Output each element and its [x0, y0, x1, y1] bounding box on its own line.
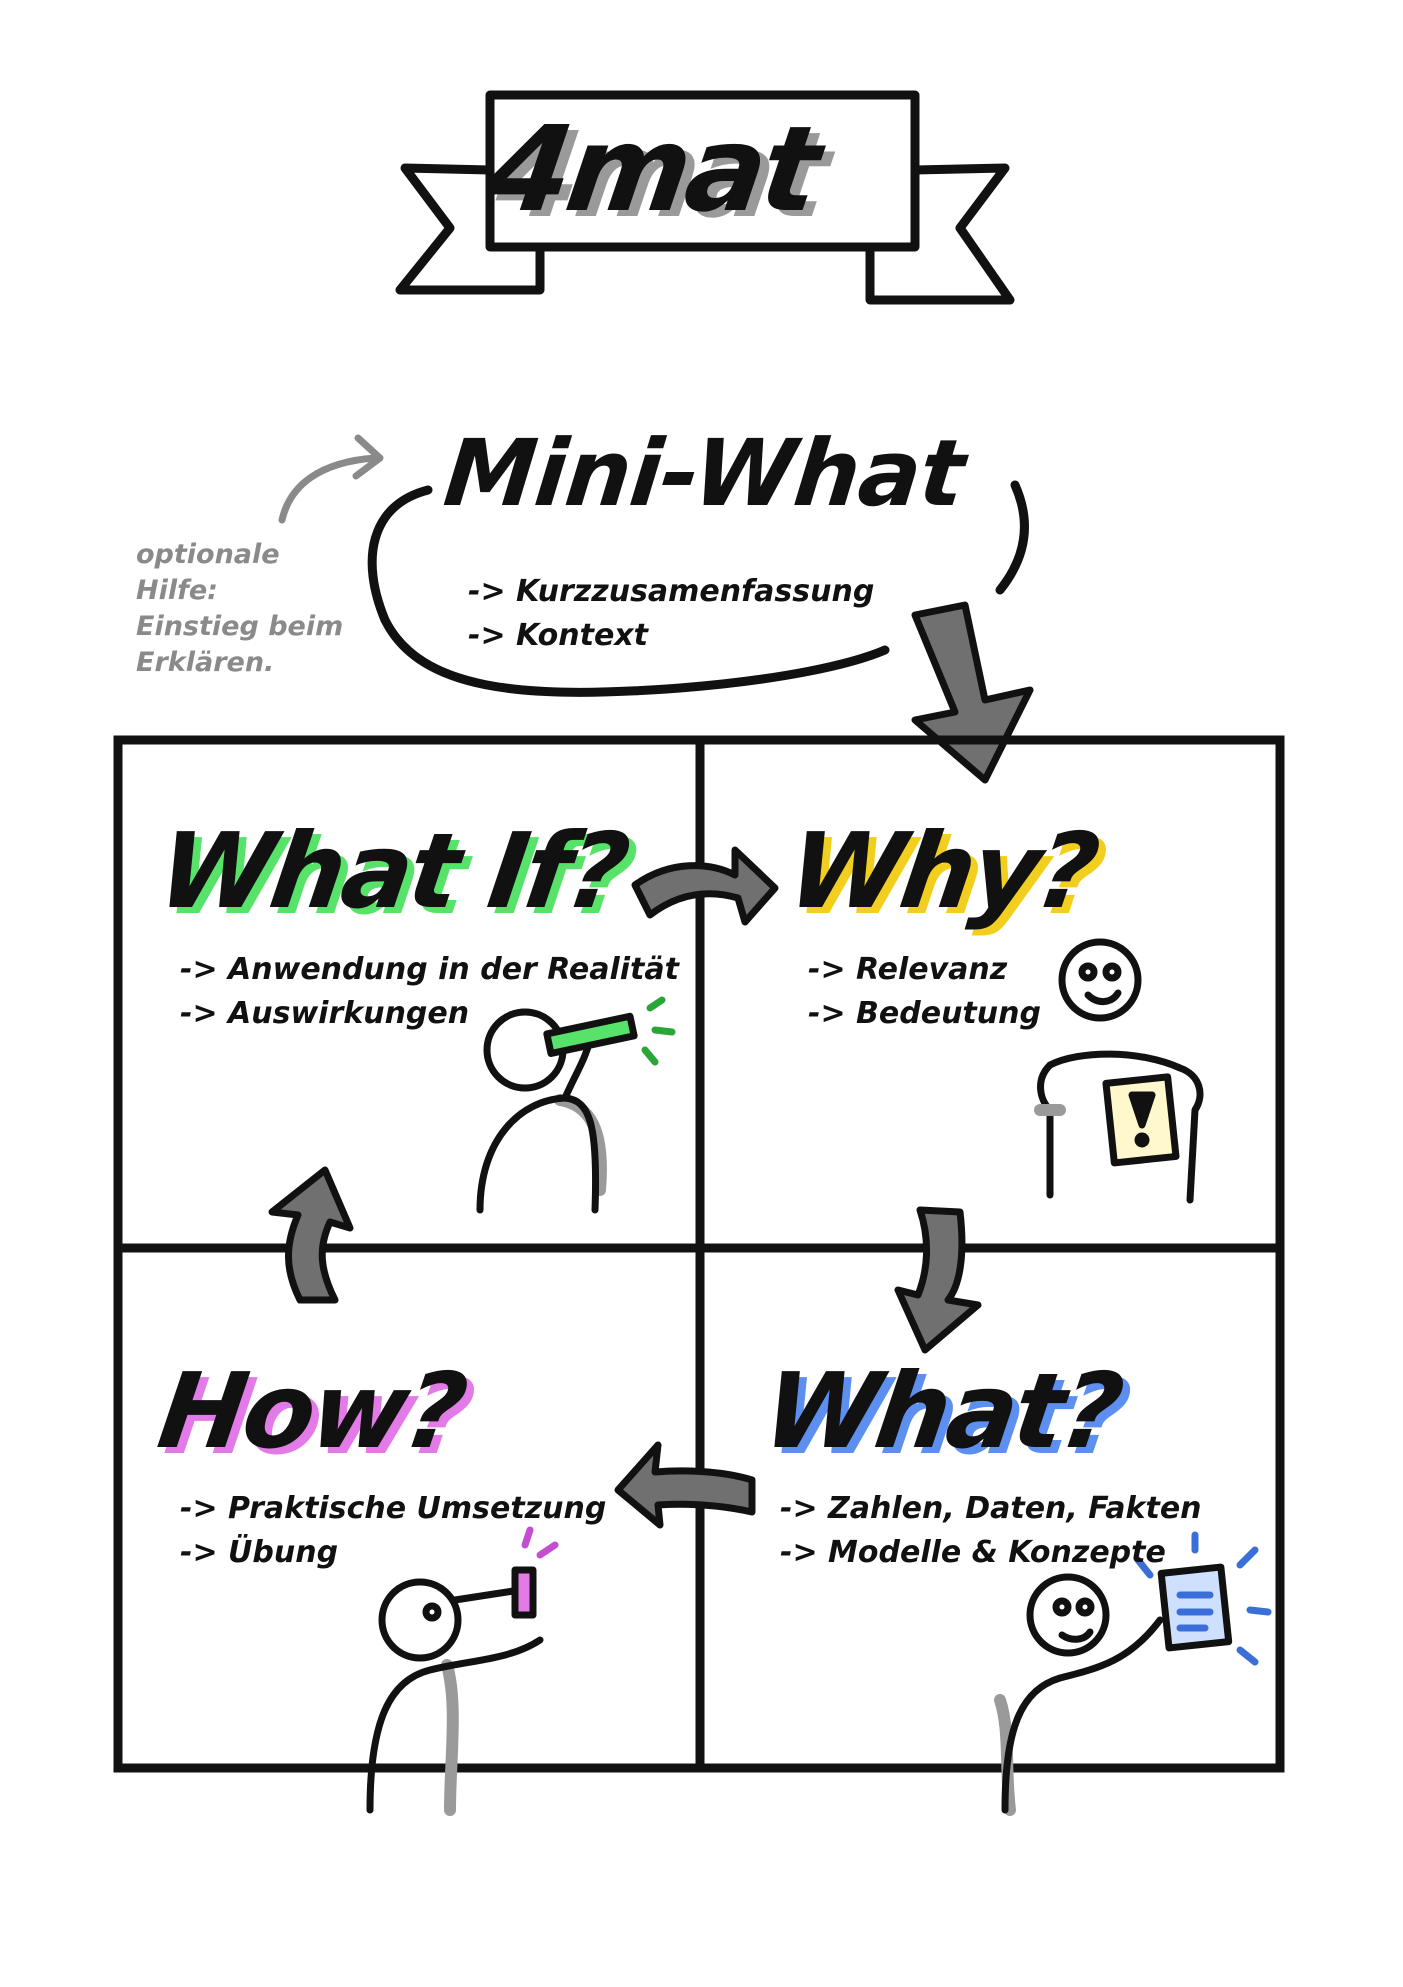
list-item: -> Modelle & Konzepte	[780, 1531, 1202, 1575]
quadrant-list-what: -> Zahlen, Daten, Fakten -> Modelle & Ko…	[780, 1487, 1202, 1575]
list-item: -> Relevanz	[808, 948, 1041, 992]
quadrant-list-how: -> Praktische Umsetzung -> Übung	[180, 1487, 606, 1575]
side-note: optionale Hilfe: Einstieg beim Erklären.	[136, 537, 366, 681]
page-title: 4mat	[480, 100, 824, 238]
quadrant-list-what-if: -> Anwendung in der Realität -> Auswirku…	[180, 948, 679, 1036]
side-note-line: Einstieg beim	[136, 609, 366, 645]
quadrant-title-what-if: What If?	[151, 810, 633, 932]
list-item: -> Übung	[180, 1531, 606, 1575]
list-item: -> Praktische Umsetzung	[180, 1487, 606, 1531]
flow-arrow-icon	[898, 1210, 978, 1350]
quadrant-list-why: -> Relevanz -> Bedeutung	[808, 948, 1041, 1036]
flow-arrow-icon	[618, 1445, 752, 1525]
flow-arrow-icon	[272, 1170, 350, 1300]
list-item: -> Kurzzusamenfassung	[468, 570, 874, 614]
list-item: -> Zahlen, Daten, Fakten	[780, 1487, 1202, 1531]
list-item: -> Anwendung in der Realität	[180, 948, 679, 992]
quadrant-title-how: How?	[151, 1350, 471, 1472]
quadrant-title-why: Why?	[781, 810, 1103, 932]
mini-what-list: -> Kurzzusamenfassung -> Kontext	[468, 570, 874, 658]
person-sign-icon	[1040, 942, 1200, 1200]
list-item: -> Kontext	[468, 614, 874, 658]
curved-arrow-icon	[282, 438, 380, 520]
quadrant-title-what: What?	[756, 1350, 1127, 1472]
flow-arrow-icon	[635, 850, 775, 922]
flow-arrow-icon	[915, 605, 1030, 780]
list-item: -> Auswirkungen	[180, 992, 679, 1036]
side-note-line: Erklären.	[136, 645, 366, 681]
side-note-line: optionale Hilfe:	[136, 537, 366, 609]
mini-what-title: Mini-What	[439, 420, 968, 527]
list-item: -> Bedeutung	[808, 992, 1041, 1036]
